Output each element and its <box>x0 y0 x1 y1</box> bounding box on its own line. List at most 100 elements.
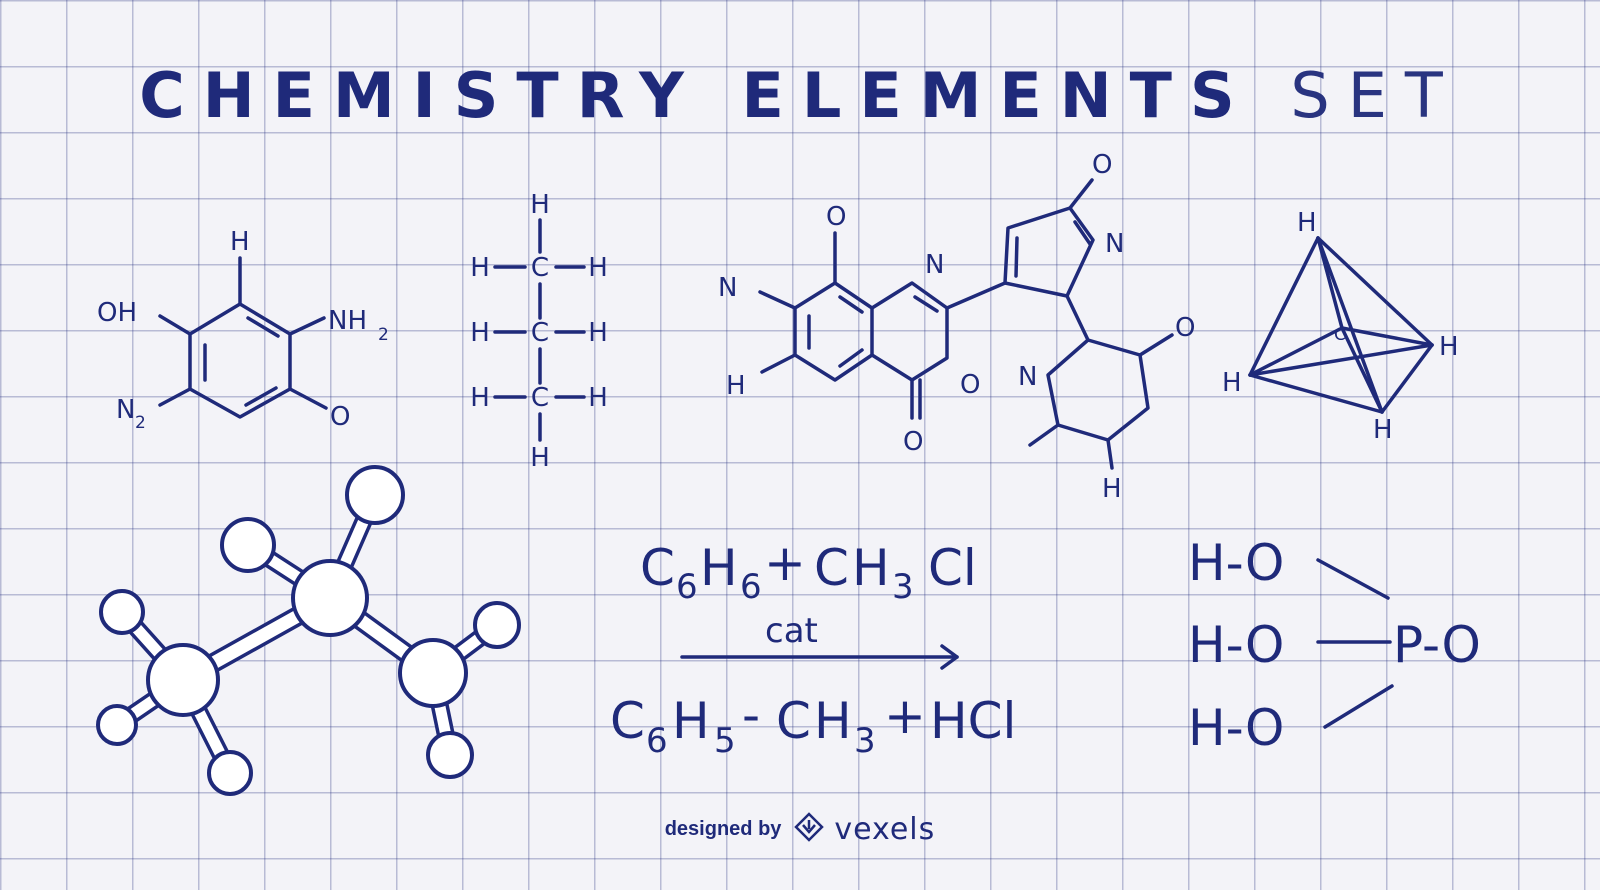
reactant-h: H <box>700 539 738 597</box>
atom-h: H <box>230 227 250 257</box>
bond <box>1316 236 1434 347</box>
atom-n: N <box>116 395 135 425</box>
atom-c: C <box>531 383 549 413</box>
product-subscript-6: 6 <box>646 721 668 761</box>
reactant-cl: Cl <box>928 539 977 597</box>
atom-h: H <box>530 190 550 220</box>
atom-c: C <box>531 318 549 348</box>
bond <box>1028 423 1060 447</box>
bond <box>1065 294 1090 342</box>
bond <box>1068 178 1094 210</box>
ring-middle <box>870 281 949 382</box>
bond <box>1340 326 1434 347</box>
hydrogen-ball <box>345 465 405 525</box>
bond <box>1380 343 1434 414</box>
reaction-arrow-head <box>940 644 959 670</box>
bond <box>1106 438 1114 470</box>
reactant-c: C <box>640 539 675 597</box>
bond <box>1248 343 1434 377</box>
reactant-subscript-3: 3 <box>892 567 914 607</box>
credit-line: designed by vexels <box>0 812 1600 847</box>
carbon-ball <box>398 638 468 708</box>
double-bond <box>913 295 939 313</box>
atom-h: H <box>588 318 608 348</box>
reactant-h: H <box>852 539 890 597</box>
product-hcl: HCl <box>930 692 1016 750</box>
double-bond <box>244 386 278 407</box>
atom-c: C <box>531 253 549 283</box>
hydroxyl-group: H-O <box>1188 616 1284 674</box>
credit-designed-by: designed by <box>664 818 782 840</box>
page-title: CHEMISTRY ELEMENTS SET <box>0 58 1600 134</box>
atom-n: N <box>718 273 737 303</box>
reactant-subscript-6: 6 <box>740 567 762 607</box>
product-subscript-5: 5 <box>714 721 736 761</box>
atom-c: C <box>1334 325 1346 345</box>
hydrogen-ball <box>473 601 521 649</box>
atom-h: H <box>470 253 490 283</box>
plus-sign: + <box>764 534 806 592</box>
atom-h: H <box>1222 368 1242 398</box>
atom-o: O <box>826 202 846 232</box>
carbon-ball <box>146 643 220 717</box>
atom-h: H <box>470 318 490 348</box>
bond <box>945 281 1007 310</box>
product-dash: - <box>742 686 760 744</box>
bond <box>1248 373 1384 414</box>
atom-h: H <box>588 253 608 283</box>
bond <box>1316 236 1384 414</box>
hydrogen-ball <box>207 750 253 796</box>
atom-h: H <box>1439 332 1459 362</box>
atom-o: O <box>960 370 980 400</box>
reactant-c: C <box>814 539 849 597</box>
atom-o: O <box>1092 150 1112 180</box>
atom-h: H <box>530 443 550 473</box>
vexels-logo-icon <box>794 812 824 847</box>
phosphorus-oxygen: P-O <box>1393 616 1481 674</box>
atom-h: H <box>1102 474 1122 504</box>
reactant-subscript-6: 6 <box>676 567 698 607</box>
atom-n-subscript: 2 <box>135 413 146 433</box>
atom-h: H <box>1297 208 1317 238</box>
atom-nh-subscript: 2 <box>378 325 389 345</box>
bond <box>760 353 797 374</box>
bond <box>1316 558 1390 600</box>
atom-nh: NH <box>328 306 367 336</box>
product-c: C <box>610 692 645 750</box>
bond <box>158 314 192 336</box>
atom-n: N <box>925 250 944 280</box>
hydrogen-ball <box>96 704 138 746</box>
hydroxyl-group: H-O <box>1188 699 1284 757</box>
bond <box>288 387 328 410</box>
double-bond <box>838 348 864 368</box>
bond <box>1248 326 1344 377</box>
double-bond <box>1073 220 1092 246</box>
atom-h: H <box>726 371 746 401</box>
hydroxyl-group: H-O <box>1188 534 1284 592</box>
atom-o: O <box>903 427 923 457</box>
product-subscript-3: 3 <box>854 721 876 761</box>
bond <box>1248 236 1320 377</box>
atom-n: N <box>1105 229 1124 259</box>
double-bond <box>246 316 280 338</box>
plus-sign: + <box>884 687 926 745</box>
bond <box>758 290 797 310</box>
product-h: H <box>672 692 710 750</box>
product-c: C <box>776 692 811 750</box>
atom-n: N <box>1018 362 1037 392</box>
ring-pentagon <box>1003 206 1095 298</box>
title-light: SET <box>1290 59 1461 132</box>
double-bond <box>838 295 864 314</box>
atom-h: H <box>470 383 490 413</box>
credit-brand: vexels <box>834 812 936 847</box>
product-h: H <box>814 692 852 750</box>
atom-h: H <box>1373 415 1393 445</box>
bond <box>1340 326 1384 414</box>
bond <box>1316 236 1344 330</box>
